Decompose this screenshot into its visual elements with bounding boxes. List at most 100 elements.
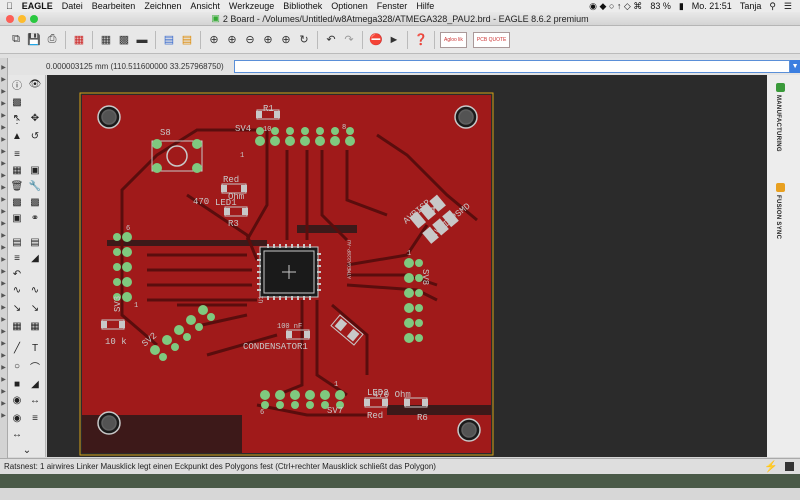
command-line-input[interactable] (233, 60, 791, 73)
miter-icon[interactable]: ◢ (31, 252, 39, 264)
list-icon[interactable]: ☰ (783, 0, 792, 11)
battery-level[interactable]: 83 % (650, 1, 671, 11)
zoom-out-icon[interactable]: ⊖ (245, 34, 255, 46)
manufacturing-tab[interactable]: MANUFACTURING (775, 95, 781, 152)
fusion-sync-tab[interactable]: FUSION SYNC (775, 195, 781, 240)
dimension-icon[interactable]: ↔ (12, 428, 22, 440)
optimize-icon[interactable]: ∿ (30, 284, 40, 296)
apple-icon[interactable]:  (6, 1, 13, 11)
wrench-icon[interactable]: 🔧 (28, 180, 42, 192)
ratsnest-icon[interactable]: ▦ (30, 320, 40, 332)
display-layers-icon[interactable]: ▩ (12, 96, 22, 108)
status-icons[interactable]: ◉ ◆ ○ ↑ ◇ ⌘ (589, 0, 643, 11)
menu-ansicht[interactable]: Ansicht (183, 1, 220, 11)
copy-icon[interactable]: ▣ (30, 164, 40, 176)
battery-icon[interactable]: ▮ (678, 0, 684, 11)
replace-icon[interactable]: ▩ (30, 196, 40, 208)
cam-icon[interactable]: ▦ (73, 34, 85, 46)
show-icon[interactable]: 👁 (28, 78, 42, 90)
menu-datei[interactable]: Datei (55, 1, 83, 11)
undo-icon[interactable]: ↶ (326, 34, 336, 46)
pcb-board-svg[interactable]: S8 R1 SV4 1 10 8 Red LED1 470 Ohm R3 AVR… (47, 75, 767, 457)
menu-werkzeuge[interactable]: Werkzeuge (222, 1, 274, 11)
zoom-fit-icon[interactable]: ⊕ (209, 34, 219, 46)
menu-hilfe[interactable]: Hilfe (409, 1, 434, 11)
fusion-sync-icon[interactable] (776, 183, 785, 192)
name-icon[interactable]: ▤ (12, 236, 22, 248)
library-icon[interactable]: ▬ (136, 33, 148, 46)
user-name[interactable]: Tanja (739, 1, 762, 11)
align-icon[interactable]: ≡ (14, 148, 20, 160)
script-icon[interactable]: ▤ (163, 34, 175, 46)
label-sv4-pin10: 10 (263, 126, 271, 134)
delete-icon[interactable]: 🗑 (10, 180, 24, 192)
menu-bibliothek[interactable]: Bibliothek (276, 1, 322, 11)
ulp-icon[interactable]: ▤ (181, 34, 193, 46)
print-icon[interactable]: ⎙ (47, 33, 57, 45)
via-icon[interactable]: ◉ (12, 394, 22, 406)
go-icon[interactable]: ► (388, 33, 400, 46)
minimize-button[interactable] (18, 15, 26, 23)
redo-icon[interactable]: ↷ (344, 34, 354, 46)
headphones-icon[interactable]: ⚭ (30, 212, 40, 224)
header-sv8 (404, 258, 423, 343)
mirror-icon[interactable]: ▲ (12, 130, 22, 142)
select-arrow-icon[interactable]: ↖ (12, 112, 22, 124)
circle-icon[interactable]: ○ (13, 360, 21, 372)
add-icon[interactable]: ▩ (12, 196, 22, 208)
app-menu[interactable]: EAGLE (15, 1, 53, 11)
menu-bearbeiten[interactable]: Bearbeiten (85, 1, 136, 11)
command-toolbar: ⓘ 👁 ▩ ⋮ ↖ ✥ ▲ ↺ ≡ ▦ ▣ 🗑 🔧 ▩ ▩ ▣ ⚭ ▤ ▤ ≡ … (8, 75, 46, 457)
lock-icon[interactable]: ▣ (12, 212, 22, 224)
expand-icon[interactable]: ⌄ (22, 444, 32, 456)
board-icon[interactable]: ▩ (118, 34, 130, 46)
open-icon[interactable]: ⧉ (12, 33, 20, 45)
board-canvas[interactable]: S8 R1 SV4 1 10 8 Red LED1 470 Ohm R3 AVR… (47, 75, 767, 457)
rotate-icon[interactable]: ↺ (30, 130, 40, 142)
manufacturing-icon[interactable] (776, 83, 785, 92)
zoom-select-icon[interactable]: ⊕ (263, 34, 273, 46)
menu-zeichnen[interactable]: Zeichnen (137, 1, 181, 11)
signal-icon[interactable]: ↔ (30, 394, 40, 406)
arc-icon[interactable]: ⌒ (30, 362, 40, 374)
pcb-quote-box[interactable]: PCB QUOTE (472, 31, 511, 48)
text-icon[interactable]: T (31, 342, 39, 354)
zoom-button[interactable] (30, 15, 38, 23)
command-history-dropdown[interactable]: ▼ (790, 60, 800, 73)
hole-icon[interactable]: ◉ (12, 412, 22, 424)
split-icon[interactable]: ↶ (12, 268, 22, 280)
left-collapse-strip[interactable]: ▶▶▶▶▶▶▶▶▶▶▶▶▶▶▶▶▶▶▶▶▶▶▶▶▶▶▶▶▶▶ (0, 58, 8, 458)
rect-icon[interactable]: ■ (13, 378, 21, 390)
meander-icon[interactable]: ∿ (12, 284, 22, 296)
stop-icon[interactable]: ⛔ (369, 34, 383, 46)
redraw-icon[interactable]: ↻ (299, 34, 309, 46)
zoom-last-icon[interactable]: ⊕ (281, 34, 291, 46)
lightning-icon[interactable]: ⚡ (764, 461, 778, 473)
schematic-icon[interactable]: ▦ (100, 34, 112, 46)
zoom-in-icon[interactable]: ⊕ (227, 34, 237, 46)
label-sv8: SV8 (420, 269, 430, 285)
polygon-icon[interactable]: ◢ (31, 378, 39, 390)
clock[interactable]: Mo. 21:51 (691, 1, 732, 11)
switch-s8 (151, 139, 203, 173)
save-icon[interactable]: 💾 (27, 34, 41, 46)
close-button[interactable] (6, 15, 14, 23)
menu-optionen[interactable]: Optionen (324, 1, 368, 11)
info-icon[interactable]: ⓘ (12, 80, 22, 92)
help-icon[interactable]: ❓ (414, 34, 428, 46)
stop-status-icon[interactable] (785, 462, 794, 471)
value-icon[interactable]: ▤ (30, 236, 40, 248)
label-led1: LED1 (215, 198, 237, 208)
move-icon[interactable]: ✥ (30, 112, 40, 124)
ripup-icon[interactable]: ↘ (30, 302, 40, 314)
attribute-icon[interactable]: ≡ (32, 412, 38, 424)
group-icon[interactable]: ▦ (12, 164, 22, 176)
autorouter-icon[interactable]: ▦ (12, 320, 22, 332)
line-icon[interactable]: ╱ (13, 342, 21, 354)
layer-box-aglio[interactable]: Agloo lik (440, 31, 467, 48)
route-icon[interactable]: ↘ (12, 302, 22, 314)
menu-fenster[interactable]: Fenster (370, 1, 408, 11)
search-icon[interactable]: ⚲ (769, 0, 776, 11)
mark-icon[interactable]: ⋮ (12, 114, 22, 126)
smash-icon[interactable]: ≡ (14, 252, 20, 264)
